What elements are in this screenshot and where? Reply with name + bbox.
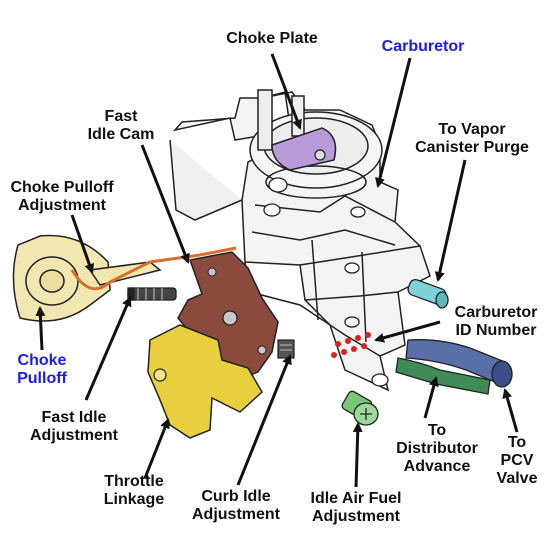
label-line: PCV: [500, 452, 534, 469]
label-choke-pulloff: Choke Pulloff: [4, 352, 80, 388]
label-fast-idle-adjustment: Fast Idle Adjustment: [20, 409, 128, 445]
label-carburetor-id-number: Carburetor ID Number: [444, 304, 548, 340]
label-line: To Vapor: [438, 121, 506, 138]
label-line: Throttle: [104, 473, 164, 490]
label-line: Curb Idle: [201, 488, 271, 505]
label-to-distributor-advance: To Distributor Advance: [390, 422, 484, 476]
label-line: Choke Pulloff: [10, 179, 114, 196]
label-line: ID Number: [455, 322, 537, 339]
vapor-port: [407, 279, 449, 309]
curb-idle-screw: [277, 339, 295, 359]
leader-arrows: [35, 53, 519, 488]
vacuum-hoses: [395, 339, 513, 395]
choke-shaft-icon: [314, 149, 326, 161]
throttle-linkage-shape: [147, 324, 263, 439]
label-carburetor: Carburetor: [381, 38, 465, 55]
fast-idle-screw: [127, 287, 177, 301]
label-choke-pulloff-adjustment: Choke Pulloff Adjustment: [2, 179, 122, 215]
label-throttle-linkage: Throttle Linkage: [92, 473, 176, 509]
label-line: Fast Idle: [41, 409, 107, 426]
label-line: Canister Purge: [415, 139, 529, 156]
label-line: To: [507, 434, 527, 451]
label-line: Pulloff: [17, 370, 67, 387]
label-curb-idle-adjustment: Curb Idle Adjustment: [182, 488, 290, 524]
label-idle-air-fuel-adjustment: Idle Air Fuel Adjustment: [298, 490, 414, 526]
bolt-heads: [263, 177, 389, 387]
label-line: Advance: [403, 458, 471, 475]
label-choke-plate: Choke Plate: [226, 30, 318, 47]
label-line: Choke: [17, 352, 67, 369]
idle-air-fuel-screw: [341, 390, 379, 426]
label-line: Carburetor: [454, 304, 538, 321]
label-fast-idle-cam: Fast Idle Cam: [76, 108, 166, 144]
label-to-pcv-valve: To PCV Valve: [490, 434, 544, 488]
choke-linkage-rod: [70, 246, 237, 291]
label-line: Adjustment: [30, 427, 118, 444]
label-line: Adjustment: [312, 508, 400, 525]
choke-pulloff-unit: [12, 234, 162, 322]
label-line: Fast: [104, 108, 138, 125]
label-vapor-canister-purge: To Vapor Canister Purge: [404, 121, 540, 157]
cam-pivot-icon: [222, 310, 238, 326]
label-line: Idle Cam: [87, 126, 155, 143]
carburetor-id-dots: [331, 332, 371, 358]
label-line: Adjustment: [192, 506, 280, 523]
label-line: Valve: [496, 470, 538, 487]
label-line: Idle Air Fuel: [310, 490, 402, 507]
label-line: To: [427, 422, 447, 439]
label-line: Distributor: [396, 440, 478, 457]
label-line: Linkage: [103, 491, 165, 508]
label-line: Adjustment: [18, 197, 106, 214]
